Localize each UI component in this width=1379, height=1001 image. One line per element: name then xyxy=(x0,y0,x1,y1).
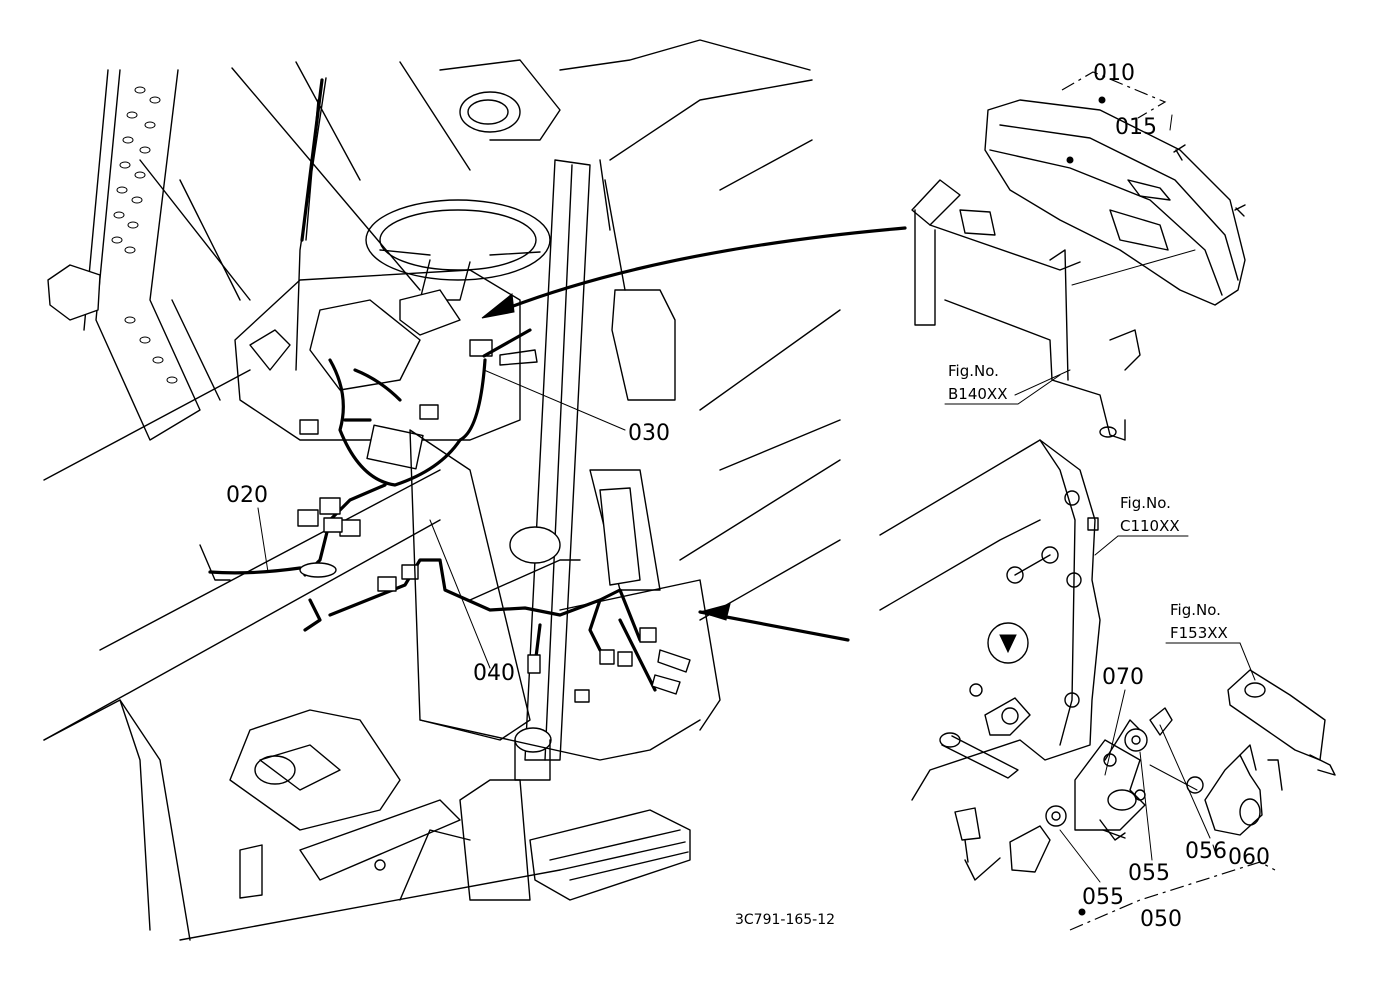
fig-ref-f153: Fig.No. F153XX xyxy=(1165,601,1256,681)
callout-056: 056 xyxy=(1185,839,1227,864)
side-lamp-left xyxy=(47,264,101,321)
switch-body xyxy=(1009,825,1051,873)
group-bracket-050 xyxy=(1069,861,1276,931)
callout-050: 050 xyxy=(1140,907,1182,932)
callout-010: 010 xyxy=(1093,61,1135,86)
callout-055-upper: 055 xyxy=(1128,861,1170,886)
callout-040: 040 xyxy=(473,661,515,686)
harness-020 xyxy=(199,483,387,632)
fig-ref-code: C110XX xyxy=(1120,517,1180,535)
fig-ref-label: Fig.No. xyxy=(1170,601,1221,619)
callout-030: 030 xyxy=(628,421,670,446)
arrow-to-meter xyxy=(488,226,907,317)
fig-ref-code: B140XX xyxy=(948,385,1007,403)
meter-bracket xyxy=(911,179,1141,441)
leader-030 xyxy=(483,369,626,431)
leader-020 xyxy=(257,507,269,573)
callouts: 010 015 030 020 040 070 055 056 060 055 … xyxy=(226,61,1270,932)
callout-015: 015 xyxy=(1115,115,1157,140)
harness-030 xyxy=(299,328,538,487)
shaft-part xyxy=(1227,669,1326,761)
callout-055-lower: 055 xyxy=(1082,885,1124,910)
steering-wheel xyxy=(365,199,551,301)
callout-060: 060 xyxy=(1228,845,1270,870)
fig-ref-code: F153XX xyxy=(1170,624,1228,642)
switch-assembly-illustration xyxy=(879,439,1336,931)
tractor-cab-illustration xyxy=(43,39,907,941)
group-bracket-010 xyxy=(1061,71,1167,119)
switch-plate xyxy=(1074,739,1146,831)
leader-040 xyxy=(429,519,491,669)
exhaust-pipe xyxy=(83,69,221,441)
fig-ref-c110: Fig.No. C110XX xyxy=(1094,494,1189,556)
harness-040 xyxy=(328,558,691,703)
mirror xyxy=(599,159,676,401)
fig-ref-label: Fig.No. xyxy=(1120,494,1171,512)
callout-020: 020 xyxy=(226,483,268,508)
wiper xyxy=(295,77,327,371)
drawing-code: 3C791-165-12 xyxy=(735,912,835,928)
lever-060 xyxy=(1204,754,1263,836)
roof-lamp xyxy=(439,59,561,141)
meter-panel-illustration xyxy=(911,71,1246,441)
fig-ref-b140: Fig.No. B140XX xyxy=(944,362,1061,405)
fig-ref-label: Fig.No. xyxy=(948,362,999,380)
callout-070: 070 xyxy=(1102,665,1144,690)
